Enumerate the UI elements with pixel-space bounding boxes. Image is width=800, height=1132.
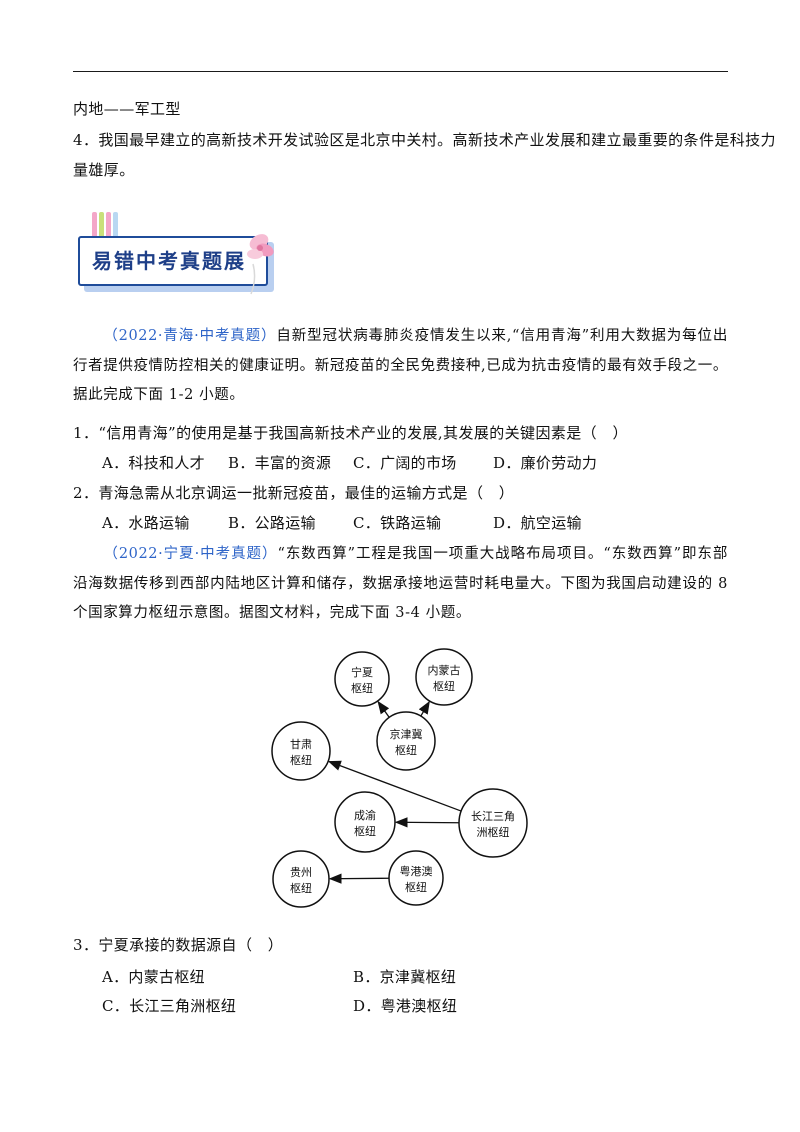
arrow-yuegangao-to-guizhou bbox=[328, 873, 390, 884]
question-3-stem: 3．宁夏承接的数据源自（ ） bbox=[73, 936, 284, 954]
source-tag-qinghai: （2022·青海·中考真题） bbox=[103, 328, 277, 344]
hub-node-changjiang: 长江三角洲枢纽 bbox=[458, 788, 528, 858]
q2-option-c: C．铁路运输 bbox=[353, 514, 442, 532]
hub-label: 宁夏 bbox=[351, 665, 373, 679]
q1-option-b: B．丰富的资源 bbox=[228, 454, 332, 472]
hub-label: 枢纽 bbox=[395, 743, 417, 757]
hub-circle bbox=[376, 711, 436, 771]
clip-blue-icon bbox=[113, 212, 118, 244]
hub-label: 枢纽 bbox=[351, 681, 373, 695]
item4-line1: 4．我国最早建立的高新技术开发试验区是北京中关村。高新技术产业发展和建立最重要的… bbox=[73, 131, 776, 149]
clip-pink-icon bbox=[92, 212, 97, 244]
hub-node-yuegangao: 粤港澳枢纽 bbox=[388, 850, 444, 906]
banner-box bbox=[78, 236, 268, 286]
hub-label: 贵州 bbox=[290, 866, 312, 879]
hub-label: 甘肃 bbox=[290, 738, 312, 751]
hub-label: 内蒙古 bbox=[428, 663, 461, 677]
q3-option-a: A．内蒙古枢纽 bbox=[102, 968, 205, 986]
hub-node-neimenggu: 内蒙古枢纽 bbox=[415, 648, 473, 706]
intro-line-military: 内地——军工型 bbox=[73, 100, 181, 118]
q3-option-c: C．长江三角洲枢纽 bbox=[102, 997, 237, 1015]
hub-circle bbox=[458, 788, 528, 858]
q1-option-c: C．广阔的市场 bbox=[353, 454, 457, 472]
q1-option-a: A．科技和人才 bbox=[102, 454, 205, 472]
hub-label: 长江三角 bbox=[471, 810, 515, 823]
flower-icon bbox=[247, 234, 274, 295]
hub-label: 枢纽 bbox=[405, 880, 427, 894]
hub-label: 粤港澳 bbox=[400, 864, 433, 878]
source-tag-ningxia: （2022·宁夏·中考真题） bbox=[103, 546, 278, 562]
passage-ningxia: （2022·宁夏·中考真题）“东数西算”工程是我国一项重大战略布局项目。“东数西… bbox=[73, 546, 728, 621]
question-1-stem: 1．“信用青海”的使用是基于我国高新技术产业的发展,其发展的关键因素是（ ） bbox=[73, 424, 628, 442]
q2-option-d: D．航空运输 bbox=[493, 514, 582, 532]
hub-circle bbox=[271, 721, 331, 781]
q1-option-d: D．廉价劳动力 bbox=[493, 454, 598, 472]
hub-label: 京津冀 bbox=[390, 727, 423, 741]
item4-line2: 量雄厚。 bbox=[73, 161, 135, 179]
arrow-changjiang-to-gansu bbox=[327, 760, 462, 812]
q3-option-d: D．粤港澳枢纽 bbox=[353, 997, 458, 1015]
hub-label: 枢纽 bbox=[433, 679, 455, 693]
banner-title: 易错中考真题展 bbox=[92, 249, 246, 273]
hub-circle bbox=[334, 791, 396, 853]
question-2-stem: 2．青海急需从北京调运一批新冠疫苗，最佳的运输方式是（ ） bbox=[73, 484, 515, 502]
header-rule bbox=[73, 71, 728, 72]
passage-qinghai: （2022·青海·中考真题）自新型冠状病毒肺炎疫情发生以来,“信用青海”利用大数… bbox=[73, 328, 728, 403]
arrow-jingjinji-to-ningxia bbox=[377, 700, 390, 718]
q2-option-b: B．公路运输 bbox=[228, 514, 316, 532]
hub-circle bbox=[388, 850, 444, 906]
arrow-jingjinji-to-neimenggu bbox=[418, 700, 430, 717]
q2-option-a: A．水路运输 bbox=[102, 514, 190, 532]
q3-option-b: B．京津冀枢纽 bbox=[353, 968, 457, 986]
hub-circle bbox=[334, 651, 390, 707]
diagram-arrows bbox=[327, 700, 462, 884]
hub-label: 枢纽 bbox=[290, 753, 312, 767]
hub-label: 洲枢纽 bbox=[477, 825, 510, 839]
section-banner: 易错中考真题展 bbox=[78, 212, 298, 312]
clip-pink-icon bbox=[106, 212, 111, 244]
clip-green-icon bbox=[99, 212, 104, 244]
hub-label: 枢纽 bbox=[290, 881, 312, 895]
hub-label: 枢纽 bbox=[354, 824, 376, 838]
hub-label: 成渝 bbox=[354, 808, 376, 822]
hub-circle bbox=[272, 850, 330, 908]
hub-circle bbox=[415, 648, 473, 706]
hub-node-jingjinji: 京津冀枢纽 bbox=[376, 711, 436, 771]
